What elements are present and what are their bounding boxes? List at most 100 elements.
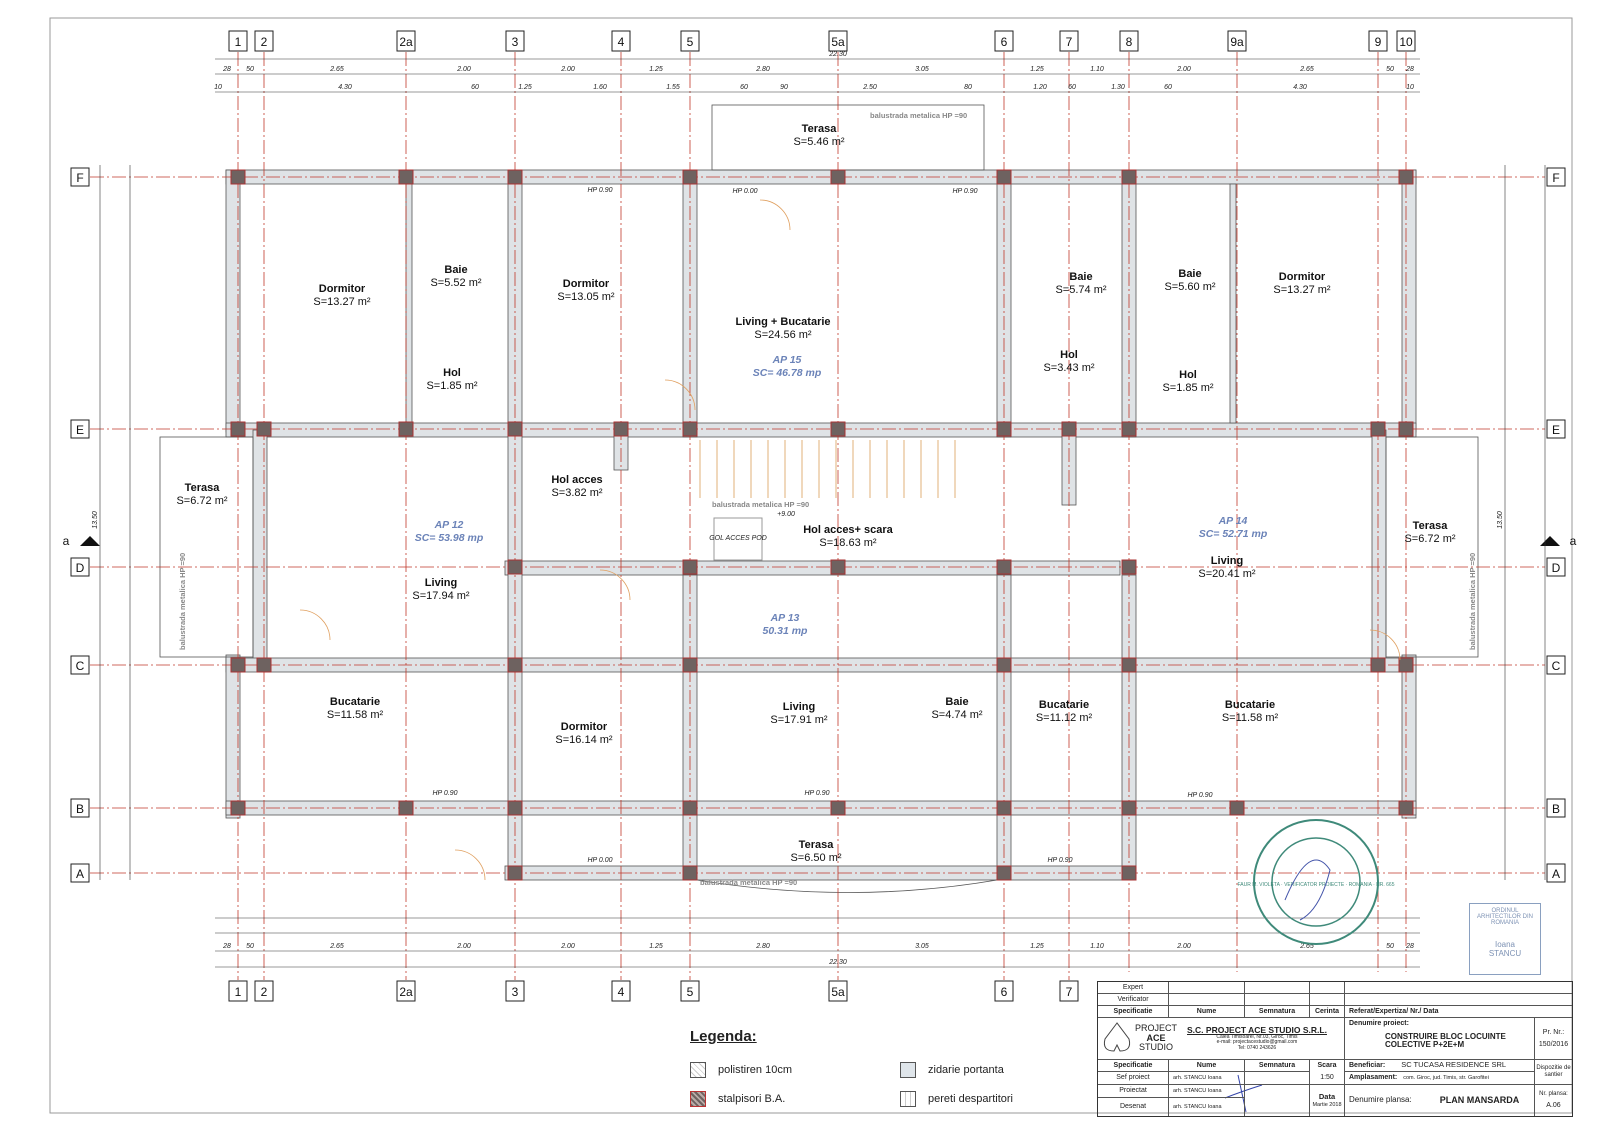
room-name: Baie — [444, 264, 467, 276]
concrete-column — [256, 421, 272, 437]
room-area: S=1.85 m² — [1162, 382, 1213, 394]
grid-bubble — [611, 980, 631, 1002]
level-mark: +9.00 — [777, 511, 795, 518]
dimension-label: 60 — [471, 84, 479, 91]
room-name: Living — [425, 577, 457, 589]
concrete-column — [1121, 865, 1137, 881]
dimension-label: 50 — [1386, 943, 1394, 950]
sheet-name: PLAN MANSARDA — [1439, 1094, 1520, 1105]
room-area: S=11.58 m² — [327, 709, 384, 721]
concrete-column — [1398, 657, 1414, 673]
wall — [252, 429, 268, 666]
legend-item-polistiren: polistiren 10cm — [690, 1062, 792, 1078]
dimension-label: 22.30 — [828, 959, 847, 966]
room-area: S=17.94 m² — [412, 590, 470, 602]
grid-bubble — [70, 798, 90, 818]
grid-label-col: 2a — [399, 35, 413, 49]
dimension-label: 2.80 — [755, 66, 770, 73]
room-name: Living + Bucatarie — [735, 316, 830, 328]
grid-label-col: 9a — [1230, 35, 1244, 49]
sheet-number: A.06 — [1546, 1101, 1561, 1109]
concrete-column — [507, 169, 523, 185]
dimension-label: 28 — [222, 943, 231, 950]
dimension-label: 80 — [964, 84, 972, 91]
room-area: S=6.72 m² — [176, 495, 227, 507]
grid-bubble — [1059, 30, 1079, 52]
sill-height-label: HP 0.90 — [804, 790, 829, 797]
dimension-label: 1.25 — [649, 943, 663, 950]
room-name: Terasa — [185, 482, 221, 494]
grid-label-col: 6 — [1001, 35, 1008, 49]
dimension-label: 2.65 — [329, 66, 344, 73]
wall — [1229, 183, 1237, 424]
concrete-column — [230, 657, 246, 673]
project-name: CONSTRUIRE BLOC LOCUINTE — [1385, 1031, 1506, 1041]
room-area: S=6.50 m² — [790, 852, 841, 864]
room-area: S=5.46 m² — [793, 136, 844, 148]
title-block: Expert Verificator Specificatie Nume Sem… — [1097, 981, 1573, 1117]
grid-bubble — [1396, 30, 1416, 52]
grid-bubble — [228, 980, 248, 1002]
concrete-column — [996, 559, 1012, 575]
apartment-name: AP 14 — [1218, 515, 1248, 527]
room-area: S=13.05 m² — [557, 291, 615, 303]
grid-bubble — [1546, 798, 1566, 818]
concrete-column — [613, 421, 629, 437]
grid-bubble — [1546, 167, 1566, 187]
dimension-label: 28 — [1405, 66, 1414, 73]
verificator-label: Verificator — [1098, 994, 1169, 1006]
terrace-outline — [1385, 436, 1479, 658]
concrete-column — [682, 800, 698, 816]
dimension-label: 50 — [246, 66, 254, 73]
concrete-column — [230, 421, 246, 437]
door-swing — [1369, 629, 1401, 661]
room-name: Living — [1211, 555, 1243, 567]
swatch-partition-icon — [900, 1091, 916, 1107]
room-name: Hol acces — [551, 474, 602, 486]
annotations: balustrada metalica HP =90 balustrada met… — [178, 111, 1477, 887]
grid-label-col: 2 — [261, 35, 268, 49]
dimension-label: 2.00 — [1176, 66, 1191, 73]
room-name: Dormitor — [1279, 271, 1326, 283]
wall — [1371, 429, 1387, 666]
dimension-label: 13.50 — [92, 511, 99, 529]
room-area: S=6.72 m² — [1404, 533, 1455, 545]
grid-bubble — [396, 980, 416, 1002]
attic-access-label: GOL ACCES POD — [709, 535, 767, 542]
grid-bubble — [1546, 863, 1566, 883]
grid-bubble — [254, 30, 274, 52]
grid-bubble — [611, 30, 631, 52]
section-marker-icon — [80, 536, 100, 546]
room-area: S=24.56 m² — [754, 329, 812, 341]
room-name: Living — [783, 701, 815, 713]
grid-bubble — [828, 30, 848, 52]
grid-bubble — [680, 30, 700, 52]
room-name: Bucatarie — [1225, 699, 1275, 711]
grid-label-col: 5 — [687, 985, 694, 999]
railing-note: balustrada metalica HP =90 — [1468, 553, 1477, 650]
architect-stamp: ORDINUL ARHITECTILOR DIN ROMANIA Ioana S… — [1469, 903, 1541, 975]
sill-height-label: HP 0.90 — [952, 188, 977, 195]
section-marker-label: a — [63, 534, 70, 548]
dimension-label: 60 — [1164, 84, 1172, 91]
concrete-column — [507, 559, 523, 575]
door-swing — [599, 569, 631, 601]
grid-bubble — [828, 980, 848, 1002]
railing-note: balustrada metalica HP =90 — [712, 500, 809, 509]
dimension-label: 2.65 — [1299, 943, 1314, 950]
grid-label-col: 5a — [831, 35, 845, 49]
room-area: S=4.74 m² — [931, 709, 982, 721]
concrete-column — [830, 800, 846, 816]
grid-label-col: 4 — [618, 985, 625, 999]
concrete-column — [1370, 421, 1386, 437]
room-name: Hol acces+ scara — [803, 524, 893, 536]
grid-bubble — [1546, 655, 1566, 675]
concrete-column — [682, 169, 698, 185]
dimension-label: 90 — [780, 84, 788, 91]
concrete-column — [1370, 657, 1386, 673]
wall — [405, 183, 413, 424]
swatch-wall-icon — [900, 1062, 916, 1078]
grid-label-col: 6 — [1001, 985, 1008, 999]
